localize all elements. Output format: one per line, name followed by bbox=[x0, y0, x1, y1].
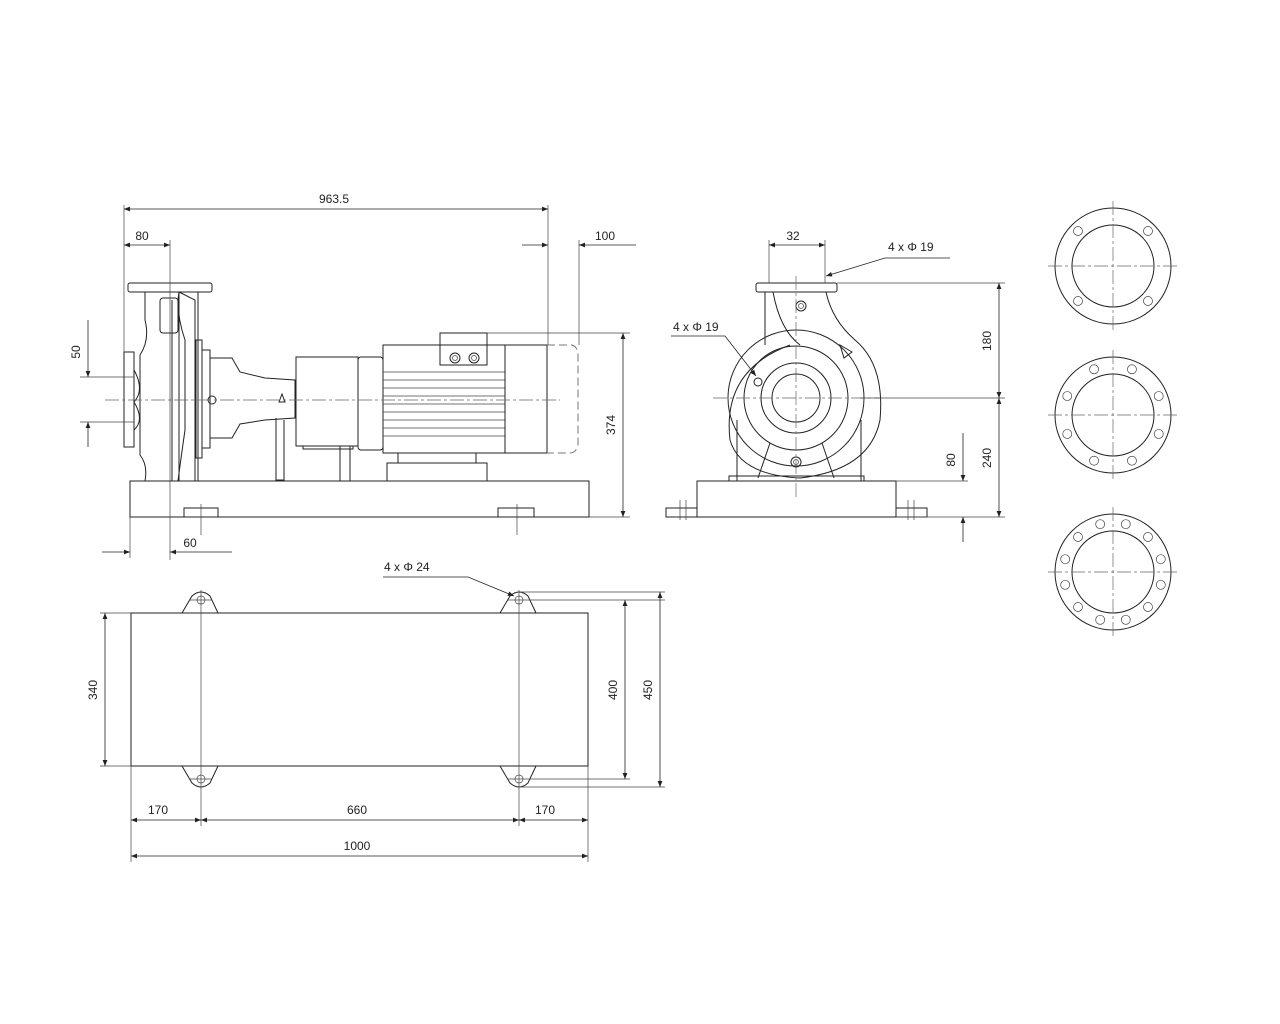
flange-8-holes bbox=[1048, 350, 1178, 480]
mounting-lug bbox=[181, 765, 219, 788]
front-view: 32 4 x Φ 19 4 x Φ 19 180 240 80 bbox=[665, 229, 1005, 542]
dim-overall-length: 963.5 bbox=[319, 192, 349, 206]
mounting-lug bbox=[181, 591, 219, 614]
bolt-hole bbox=[1089, 455, 1099, 466]
bolt-hole bbox=[1095, 614, 1106, 625]
dim-motor-overhang-label: 100 bbox=[595, 229, 615, 243]
coupling-guard bbox=[295, 356, 359, 447]
dim-hole-spacing-length: 660 bbox=[347, 803, 367, 817]
bolt-hole bbox=[1073, 602, 1083, 612]
dim-discharge: 32 bbox=[786, 229, 800, 243]
bolt-hole bbox=[1127, 455, 1137, 466]
bolt-hole bbox=[1153, 429, 1164, 439]
dim-base-height: 80 bbox=[944, 453, 958, 467]
bearing-bracket bbox=[207, 357, 296, 481]
dim-base-width: 340 bbox=[86, 680, 100, 700]
dim-base-length: 1000 bbox=[344, 839, 371, 853]
foot-pad-right bbox=[497, 507, 535, 518]
dim-shaft-center-height: 240 bbox=[980, 448, 994, 468]
discharge-holes-note: 4 x Φ 19 bbox=[888, 240, 934, 254]
plan-view-dimensions: 4 x Φ 24 340 400 450 170 660 170 1000 bbox=[86, 560, 663, 859]
plan-view: 4 x Φ 24 340 400 450 170 660 170 1000 bbox=[86, 560, 665, 862]
side-view: 963.5 80 100 50 374 60 bbox=[69, 192, 636, 560]
flange-details bbox=[1048, 201, 1178, 637]
bolt-hole bbox=[1062, 391, 1073, 401]
dim-overall-width: 450 bbox=[641, 680, 655, 700]
side-view-dimensions: 963.5 80 100 50 374 60 bbox=[69, 192, 636, 560]
mounting-lug bbox=[499, 591, 537, 614]
bolt-hole bbox=[1120, 519, 1131, 530]
bolt-hole bbox=[1060, 579, 1071, 590]
bolt-hole bbox=[1143, 296, 1153, 306]
bolt-hole bbox=[1127, 364, 1137, 375]
bolt-hole bbox=[1073, 226, 1083, 236]
dim-total-height: 374 bbox=[604, 415, 618, 435]
baseplate-front bbox=[696, 480, 897, 518]
baseplate-side bbox=[129, 480, 590, 518]
volute-casing bbox=[727, 282, 882, 482]
dim-hole-spacing-width: 400 bbox=[606, 680, 620, 700]
bolt-hole bbox=[1089, 364, 1099, 375]
dim-base-offset: 60 bbox=[183, 536, 197, 550]
mounting-lug bbox=[499, 765, 537, 788]
bolt-hole bbox=[1073, 532, 1083, 542]
bolt-hole bbox=[1073, 296, 1083, 306]
dim-suction-offset: 80 bbox=[135, 229, 149, 243]
baseplate-plan bbox=[130, 612, 589, 767]
bolt-hole bbox=[1120, 614, 1131, 625]
flange-12-holes bbox=[1048, 507, 1178, 637]
mounting-holes-note: 4 x Φ 24 bbox=[384, 560, 430, 574]
bolt-hole bbox=[1155, 554, 1166, 565]
suction-holes-note: 4 x Φ 19 bbox=[673, 320, 719, 334]
bolt-hole bbox=[1062, 429, 1073, 439]
bolt-hole bbox=[1095, 519, 1106, 530]
dim-discharge-height: 180 bbox=[980, 331, 994, 351]
bolt-hole bbox=[1143, 602, 1153, 612]
front-view-dimensions: 32 4 x Φ 19 4 x Φ 19 180 240 80 bbox=[671, 229, 1005, 542]
dim-edge-left: 170 bbox=[148, 803, 168, 817]
dim-shaft-height-band: 50 bbox=[69, 345, 83, 359]
bolt-hole bbox=[1143, 532, 1153, 542]
dim-edge-right: 170 bbox=[535, 803, 555, 817]
bolt-hole bbox=[1060, 554, 1071, 565]
flange-4-holes bbox=[1048, 201, 1178, 331]
bolt-hole bbox=[1143, 226, 1153, 236]
bolt-hole bbox=[1155, 579, 1166, 590]
motor bbox=[357, 332, 579, 482]
pump-casing bbox=[123, 282, 213, 482]
bolt-hole bbox=[1153, 391, 1164, 401]
